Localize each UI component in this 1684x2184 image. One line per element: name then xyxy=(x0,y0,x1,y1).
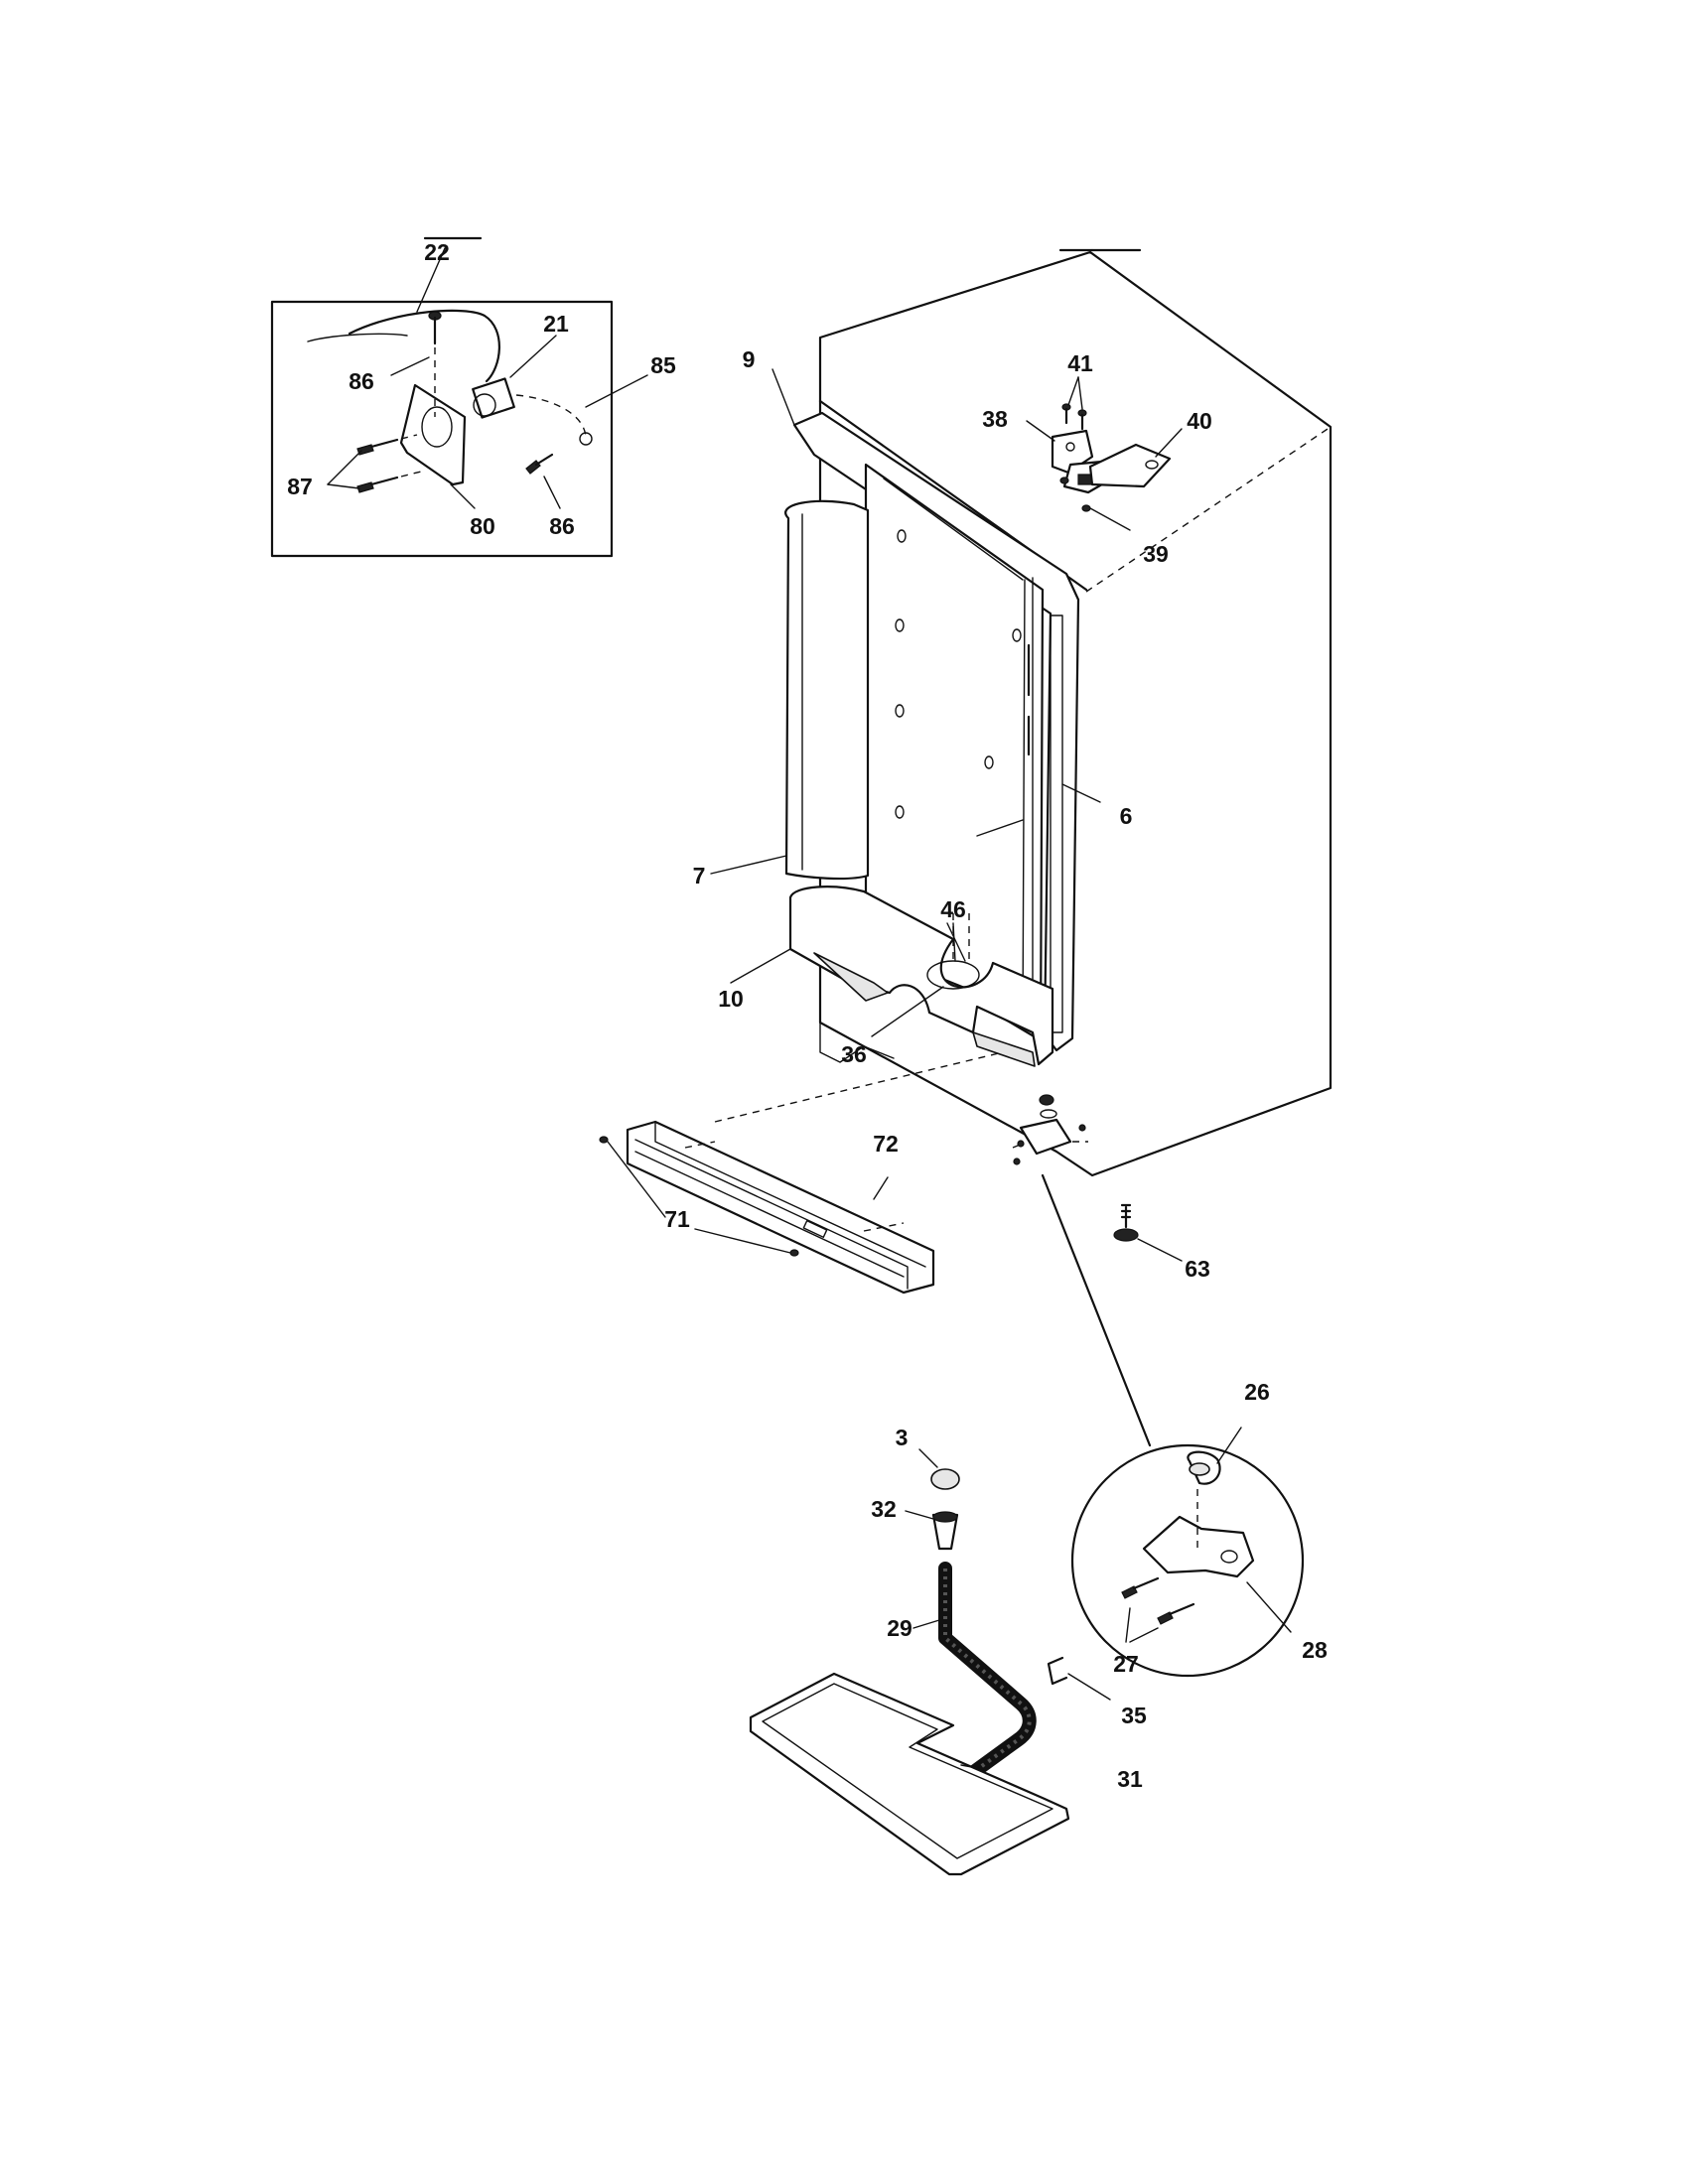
callout-10: 10 xyxy=(718,986,744,1012)
hinge-detail-circle xyxy=(1070,1427,1305,1678)
callout-6: 6 xyxy=(1120,803,1133,829)
drain-pan xyxy=(749,1672,1070,1876)
callout-28: 28 xyxy=(1302,1637,1328,1663)
screw-27-lower xyxy=(1157,1602,1195,1625)
callout-46: 46 xyxy=(940,896,966,922)
callout-80: 80 xyxy=(470,513,495,539)
bottom-hinge-assembly xyxy=(1012,1094,1088,1165)
screw-86-top xyxy=(428,311,442,345)
callout-21: 21 xyxy=(543,311,569,337)
screw-86-right xyxy=(525,453,554,475)
callout-7: 7 xyxy=(693,863,706,888)
leveling-leg xyxy=(1113,1203,1183,1262)
callout-63: 63 xyxy=(1185,1256,1210,1282)
callout-85: 85 xyxy=(650,352,676,378)
cabinet xyxy=(784,248,1333,1447)
callout-3: 3 xyxy=(896,1425,909,1450)
control-bracket xyxy=(399,383,467,486)
callout-22: 22 xyxy=(424,239,450,265)
callout-86-bottom: 86 xyxy=(549,513,575,539)
callout-29: 29 xyxy=(887,1615,912,1641)
callout-labels: 22 21 86 85 87 80 86 9 41 38 40 39 6 7 4… xyxy=(287,239,1328,1792)
drain-fitting xyxy=(905,1510,959,1551)
top-hinge xyxy=(1051,403,1172,512)
callout-27: 27 xyxy=(1113,1651,1139,1677)
drain-tube xyxy=(912,1562,1037,1778)
tube-clip xyxy=(1047,1656,1111,1701)
clip-85 xyxy=(515,394,587,438)
breaker-strip-left xyxy=(784,499,870,881)
screw-27-upper xyxy=(1121,1576,1160,1599)
bottom-hinge-bracket xyxy=(1142,1515,1255,1578)
callout-38: 38 xyxy=(982,406,1008,432)
capillary-tube xyxy=(348,309,500,383)
control-assembly-inset xyxy=(270,236,648,558)
callout-26: 26 xyxy=(1244,1379,1270,1405)
callout-86-top: 86 xyxy=(349,368,374,394)
callout-9: 9 xyxy=(743,346,756,372)
callout-32: 32 xyxy=(871,1496,897,1522)
callout-36: 36 xyxy=(841,1041,867,1067)
callout-39: 39 xyxy=(1143,541,1169,567)
callout-87: 87 xyxy=(287,474,313,499)
leader-lines xyxy=(710,368,1183,1037)
drain-plug xyxy=(918,1448,960,1490)
callout-31: 31 xyxy=(1117,1766,1143,1792)
callout-72: 72 xyxy=(873,1131,899,1157)
callout-41: 41 xyxy=(1067,350,1093,376)
callout-40: 40 xyxy=(1187,408,1212,434)
screw-87-lower xyxy=(356,476,399,493)
toe-grille xyxy=(599,1051,1004,1295)
bottom-breaker xyxy=(788,886,1054,1066)
callout-35: 35 xyxy=(1121,1703,1147,1728)
callout-71: 71 xyxy=(664,1206,690,1232)
screw-87-upper xyxy=(356,438,399,456)
